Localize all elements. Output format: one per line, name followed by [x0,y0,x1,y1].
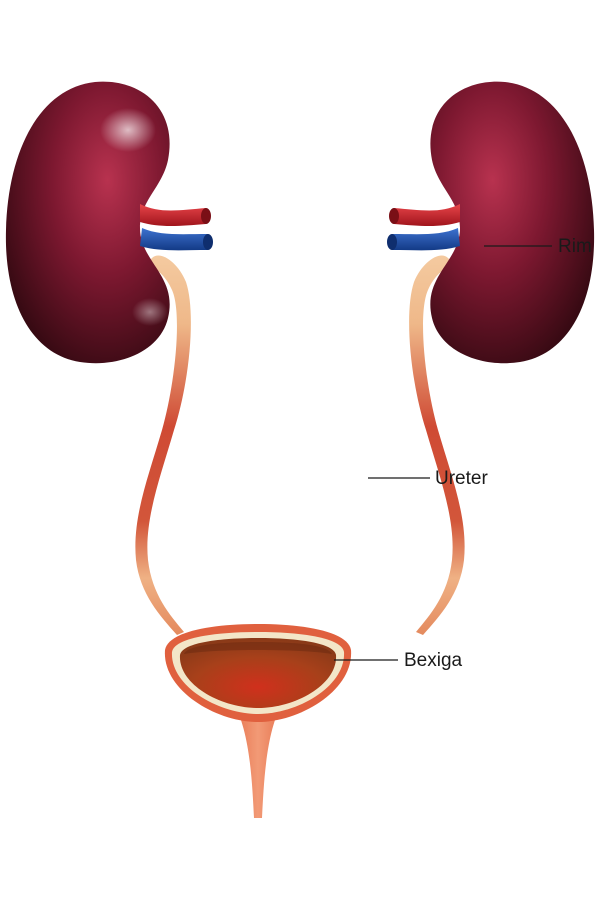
left-renal-vessels [140,204,213,251]
urethra [232,700,284,818]
left-renal-vein [140,228,208,251]
ureter-label: Ureter [435,468,488,489]
right-kidney [354,81,595,364]
bladder-label: Bexiga [404,650,463,671]
left-ureter [135,255,191,636]
right-renal-vessels [387,204,460,251]
left-kidney [5,81,170,364]
kidney-label: Rim [558,236,592,257]
right-ureter [409,255,465,636]
left-renal-artery [140,204,206,226]
bladder [164,624,352,722]
right-renal-vein [392,228,460,251]
right-renal-artery [394,204,460,226]
